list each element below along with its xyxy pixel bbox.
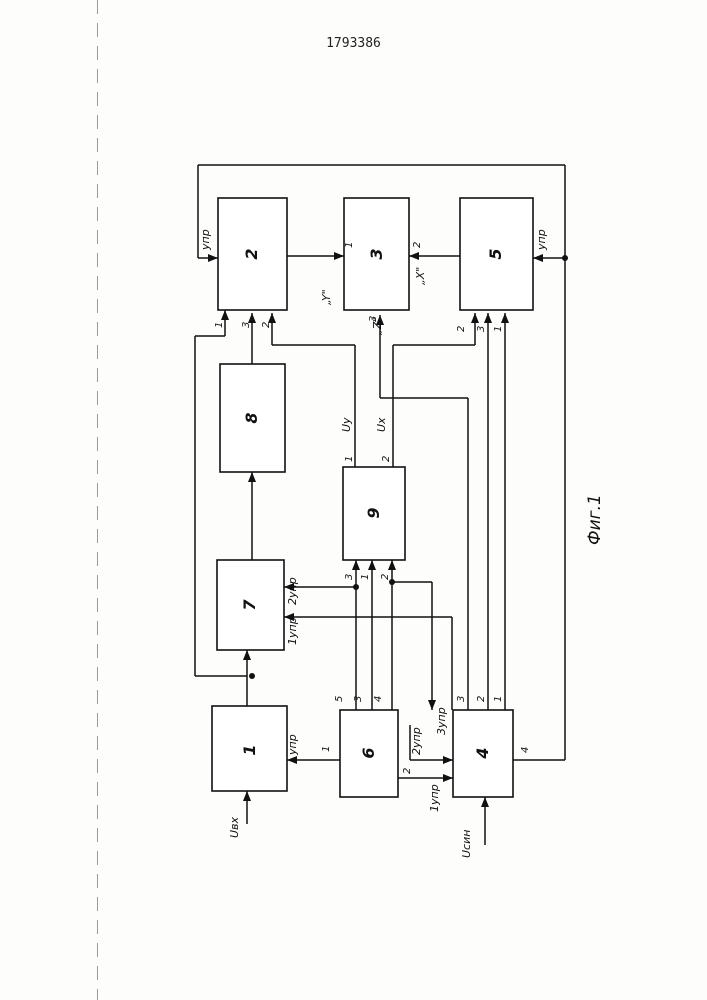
block-4-label: 4	[473, 747, 492, 759]
pin-number: 1	[321, 746, 332, 752]
block-2-ctrl-label: упр	[199, 229, 212, 251]
y-input-label: „Y"	[320, 289, 333, 305]
block-8: 8	[220, 364, 285, 472]
pin-number: 4	[373, 696, 384, 702]
pin-number: 2	[456, 326, 467, 332]
pin-number: 2	[380, 574, 391, 580]
block-4-ctrl2-label: 2упр	[410, 727, 423, 755]
pin-number: 2	[412, 242, 423, 248]
block-5-ctrl-label: упр	[535, 229, 548, 251]
pin-number: 2	[402, 768, 413, 774]
block-7-ctrl1-label: 1упр	[286, 617, 299, 645]
pin-number: 3	[456, 696, 467, 702]
pin-number: 2	[261, 322, 272, 328]
pin-number: 3	[241, 322, 252, 328]
pin-number: 4	[520, 747, 531, 753]
block-2: 2	[218, 198, 287, 310]
u-sync-label: Uсин	[460, 830, 473, 858]
u-in-label: Uвх	[228, 816, 241, 838]
u-y-label: Uy	[340, 417, 353, 432]
block-4-ctrl1-label: 1упр	[428, 784, 441, 812]
pin-number: 5	[334, 696, 345, 702]
pin-number: 1	[344, 242, 355, 248]
pin-number: 2	[476, 696, 487, 702]
block-8-label: 8	[242, 412, 261, 423]
pin-number: 1	[360, 574, 371, 580]
block-6: 6	[340, 710, 398, 797]
block-7: 7	[217, 560, 284, 650]
junction-dots	[249, 255, 568, 679]
block-4: 4	[453, 710, 513, 797]
pin-number: 3	[368, 316, 379, 322]
u-x-label: Ux	[375, 417, 388, 432]
pin-number: 3	[476, 326, 487, 332]
block-5-label: 5	[486, 248, 505, 259]
pin-number: 2	[381, 456, 392, 462]
block-2-label: 2	[242, 248, 261, 259]
block-3-label: 3	[367, 248, 386, 259]
block-3: 3	[344, 198, 409, 310]
block-1: 1	[212, 706, 287, 791]
pin-number: 3	[344, 574, 355, 580]
pin-number: 3	[353, 696, 364, 702]
x-input-label: „X"	[414, 267, 427, 285]
block-1-ctrl-label: упр	[286, 734, 299, 756]
figure-caption: Фиг.1	[585, 494, 605, 545]
block-6-label: 6	[359, 747, 378, 758]
pin-number: 1	[493, 696, 504, 702]
block-9: 9	[343, 467, 405, 560]
block-9-label: 9	[364, 507, 383, 518]
block-1-label: 1	[240, 744, 259, 755]
block-4-ctrl3-label: 3упр	[435, 707, 448, 735]
block-7-ctrl2-label: 2упр	[286, 577, 299, 605]
block-5: 5	[460, 198, 533, 310]
pin-number: 1	[214, 322, 225, 328]
pin-number: 1	[344, 456, 355, 462]
block-7-label: 7	[240, 599, 259, 611]
pin-number: 1	[493, 326, 504, 332]
